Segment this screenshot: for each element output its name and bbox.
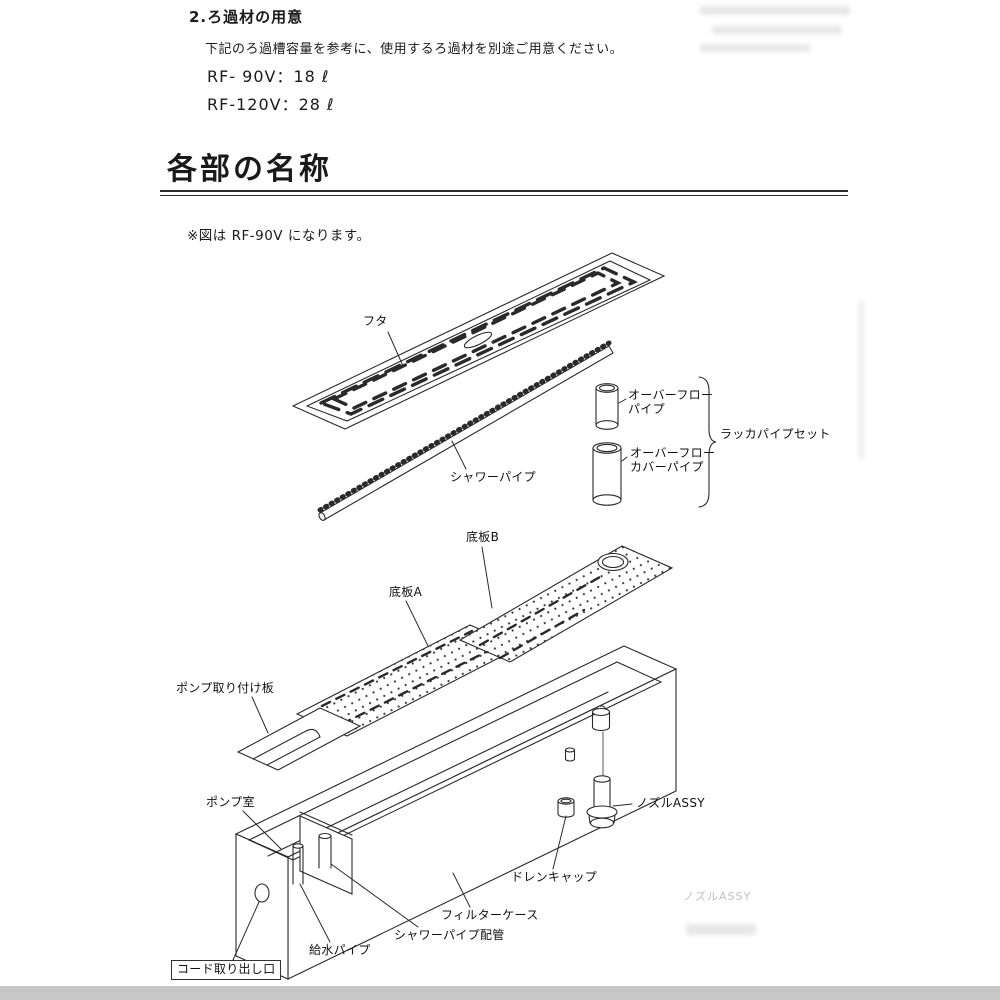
label-nozzle-assy: ノズルASSY [636, 796, 705, 810]
label-water-supply-pipe: 給水パイプ [309, 943, 371, 957]
bleed-smudge [686, 924, 756, 935]
overflow-pipe-shape [595, 383, 619, 430]
label-bottom-plate-a: 底板A [389, 585, 423, 599]
leader-drain-cap [552, 815, 567, 870]
cord-outlet-hole [254, 883, 270, 903]
bleed-smudge [700, 44, 810, 52]
figure-note: ※図は RF-90V になります。 [187, 228, 371, 244]
overflow-cover-pipe-shape [592, 442, 622, 506]
pump-chamber-parts [292, 811, 353, 895]
label-drain-cap: ドレンキャップ [511, 870, 598, 884]
leader-pump-chamber [242, 810, 282, 850]
label-lid: フタ [363, 314, 388, 328]
nozzle-socket-shape [591, 705, 611, 777]
leader-overflow-cover [621, 456, 628, 462]
shower-pipe-shape [317, 340, 614, 521]
leader-shower-pipe [451, 440, 467, 470]
label-pump-mount-plate: ポンプ取り付け板 [176, 681, 275, 695]
leader-cord-outlet [232, 901, 260, 961]
parts-section-heading: 各部の名称 [167, 152, 332, 187]
bottom-plate-b-shape [458, 545, 674, 663]
leader-lines [232, 331, 633, 961]
leader-plate-a [405, 600, 429, 647]
prep-section-body: 下記のろ過槽容量を参考に、使用するろ過材を別途ご用意ください。 [205, 42, 624, 57]
lid-shape [291, 252, 666, 430]
prep-section-heading: 2.ろ過材の用意 [189, 8, 304, 26]
leader-supply-pipe [299, 883, 331, 943]
bleed-smudge [858, 300, 864, 460]
pump-mount-plate-shape [236, 707, 362, 771]
label-shower-pipe: シャワーパイプ [450, 470, 536, 484]
section-divider-rule [160, 190, 848, 196]
leader-pump-plate [251, 696, 269, 734]
lid-handle [463, 331, 493, 349]
bleed-smudge [700, 6, 850, 15]
leader-shower-piping [330, 863, 419, 928]
label-pump-chamber: ポンプ室 [206, 795, 255, 809]
scan-bottom-edge [0, 986, 1000, 1000]
leader-nozzle-assy [612, 803, 633, 807]
label-overflow-pipe: オーバーフロー パイプ [628, 388, 714, 416]
pipe-set-bracket [698, 376, 717, 508]
leader-lid [387, 331, 404, 367]
leader-plate-b [481, 546, 493, 609]
label-cord-outlet: コード取り出し口 [171, 960, 282, 980]
capacity-rf120: RF-120V：28 ℓ [207, 95, 335, 114]
leader-filter-case [452, 872, 471, 908]
label-rakka-pipe-set: ラッカパイプセット [720, 427, 831, 441]
capacity-rf90: RF- 90V：18 ℓ [207, 67, 330, 86]
label-filter-case: フィルターケース [441, 908, 539, 922]
label-bottom-plate-b: 底板B [466, 530, 500, 544]
ghost-text-nozzle-assy: ノズルASSY [683, 890, 752, 903]
bleed-smudge [712, 26, 842, 34]
leader-overflow-pipe [618, 398, 627, 404]
label-shower-pipe-piping: シャワーパイプ配管 [394, 928, 505, 942]
filter-case-shape [234, 645, 678, 980]
label-overflow-cover-pipe: オーバーフロー カバーパイプ [630, 446, 716, 474]
nozzle-assy-shape [586, 775, 618, 829]
